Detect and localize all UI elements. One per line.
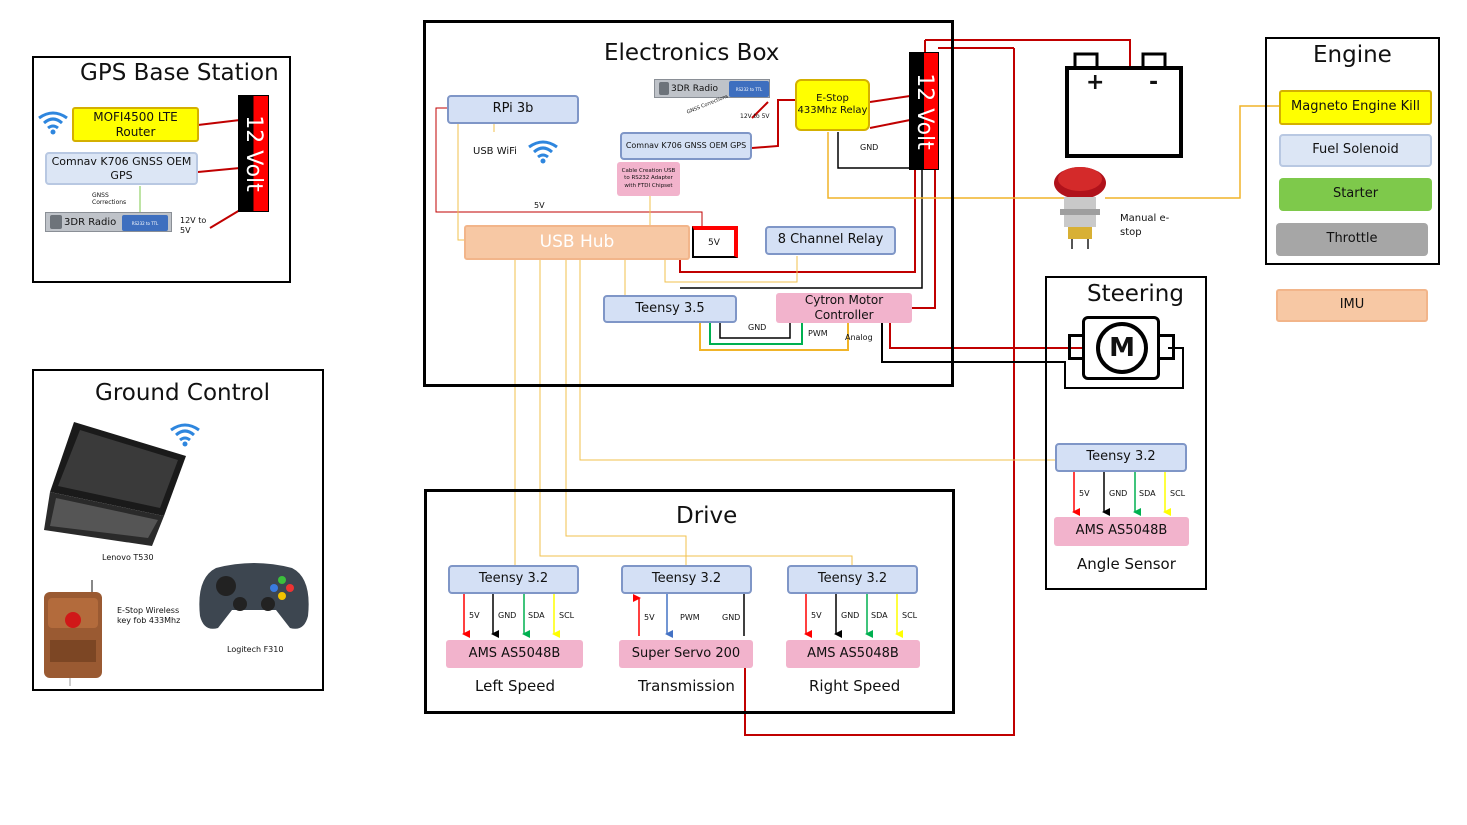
right-pin-gnd: GND bbox=[841, 611, 860, 620]
battery-icon bbox=[1065, 52, 1183, 158]
estop-gnd-label: GND bbox=[860, 143, 879, 152]
right-sensor-box: AMS AS5048B bbox=[786, 640, 920, 668]
servo-box: Super Servo 200 bbox=[619, 640, 753, 668]
relay8-box: 8 Channel Relay bbox=[765, 226, 896, 255]
drive-pins bbox=[462, 594, 903, 638]
base-gnss-label: GNSS Corrections bbox=[92, 192, 127, 207]
trans-pin-pwm: PWM bbox=[680, 613, 700, 622]
fuel-solenoid-box: Fuel Solenoid bbox=[1279, 134, 1432, 167]
steering-panel bbox=[1045, 276, 1207, 590]
electronics-wires bbox=[435, 39, 1280, 736]
battery-minus: - bbox=[1149, 70, 1159, 95]
emergency-stop-icon bbox=[1054, 167, 1106, 249]
eb-12v-to-5v: 12V to 5V bbox=[740, 113, 770, 120]
steering-pin-sda: SDA bbox=[1139, 489, 1156, 498]
ground-control-title: Ground Control bbox=[95, 380, 271, 406]
eb-12v-label: 12 Volt bbox=[911, 72, 937, 150]
right-teensy-box: Teensy 3.2 bbox=[787, 565, 918, 594]
base-radio-chip: RS232 to TTL bbox=[122, 215, 168, 231]
eb-radio: 3DR Radio RS232 to TTL bbox=[654, 79, 770, 98]
left-pin-scl: SCL bbox=[559, 611, 575, 620]
left-sensor-box: AMS AS5048B bbox=[446, 640, 583, 668]
left-caption: Left Speed bbox=[475, 677, 556, 695]
cytron-gnd-label: GND bbox=[748, 323, 767, 332]
steering-pin-scl: SCL bbox=[1170, 489, 1186, 498]
base-12v-label: 12 Volt bbox=[241, 115, 266, 192]
gamepad-icon bbox=[199, 563, 309, 629]
left-teensy-box: Teensy 3.2 bbox=[448, 565, 579, 594]
trans-pin-gnd: GND bbox=[722, 613, 741, 622]
eb-12v-battery: 12 Volt bbox=[909, 52, 939, 170]
teensy35-box: Teensy 3.5 bbox=[603, 295, 737, 323]
trans-pin-5v: 5V bbox=[644, 613, 655, 622]
steering-pin-5v: 5V bbox=[1079, 489, 1090, 498]
eb-gps-box: Comnav K706 GNSS OEM GPS bbox=[620, 132, 752, 160]
engine-title: Engine bbox=[1313, 42, 1392, 68]
cytron-box: Cytron Motor Controller bbox=[776, 293, 912, 323]
eb-radio-label: 3DR Radio bbox=[671, 83, 719, 94]
base-radio-label: 3DR Radio bbox=[64, 216, 117, 228]
ground-control-panel bbox=[32, 369, 324, 691]
keyfob-label: E-Stop Wireless key fob 433Mhz bbox=[117, 606, 181, 626]
base-radio: 3DR Radio RS232 to TTL bbox=[45, 212, 172, 232]
gc-wifi-icon bbox=[170, 423, 200, 447]
gps-base-wires bbox=[139, 119, 241, 229]
drive-title: Drive bbox=[676, 503, 738, 529]
right-pin-scl: SCL bbox=[902, 611, 918, 620]
wifi-icon bbox=[38, 111, 68, 135]
battery-plus: + bbox=[1086, 70, 1105, 95]
base-12v-battery: 12 Volt bbox=[238, 95, 269, 212]
electronics-box-panel bbox=[423, 20, 954, 387]
estop-relay-box: E-Stop 433Mhz Relay bbox=[795, 79, 870, 131]
imu-box: IMU bbox=[1276, 289, 1428, 322]
base-12v-to-5v: 12V to 5V bbox=[180, 216, 207, 236]
right-pin-sda: SDA bbox=[871, 611, 888, 620]
rpi-box: RPi 3b bbox=[447, 95, 579, 124]
steering-pins bbox=[1072, 472, 1171, 516]
right-caption: Right Speed bbox=[809, 677, 901, 695]
usb-rs232-adapter: Cable Creation USB to RS232 Adapter with… bbox=[617, 162, 680, 196]
keyfob-icon bbox=[44, 580, 102, 686]
throttle-box: Throttle bbox=[1276, 223, 1428, 256]
steering-title: Steering bbox=[1087, 281, 1184, 307]
laptop-icon bbox=[44, 422, 186, 546]
electronics-box-title: Electronics Box bbox=[604, 40, 780, 66]
left-pin-5v: 5V bbox=[469, 611, 480, 620]
motor-left-cap bbox=[1068, 334, 1086, 360]
engine-panel bbox=[1265, 37, 1440, 265]
steering-sensor-box: AMS AS5048B bbox=[1054, 517, 1189, 546]
drive-panel bbox=[424, 489, 955, 714]
steering-teensy-box: Teensy 3.2 bbox=[1055, 443, 1187, 472]
usb-wifi-label: USB WiFi bbox=[473, 146, 517, 157]
motor-icon: M bbox=[1096, 322, 1148, 374]
eb-radio-chip: RS232 to TTL bbox=[729, 81, 769, 97]
left-pin-gnd: GND bbox=[498, 611, 517, 620]
left-pin-sda: SDA bbox=[528, 611, 545, 620]
usb-hub-box: USB Hub bbox=[464, 225, 690, 260]
laptop-label: Lenovo T530 bbox=[102, 553, 154, 562]
trans-teensy-box: Teensy 3.2 bbox=[621, 565, 752, 594]
router-box: MOFI4500 LTE Router bbox=[72, 107, 199, 142]
usb-hub-5v-plug: 5V bbox=[692, 226, 738, 258]
radio-antenna-icon bbox=[50, 215, 62, 229]
gps-base-title: GPS Base Station bbox=[80, 60, 279, 86]
manual-estop-label: Manual e-stop bbox=[1120, 213, 1170, 238]
eb-wifi-icon bbox=[528, 140, 558, 164]
right-pin-5v: 5V bbox=[811, 611, 822, 620]
steering-pin-gnd: GND bbox=[1109, 489, 1128, 498]
base-gps-box: Comnav K706 GNSS OEM GPS bbox=[45, 152, 198, 185]
starter-box: Starter bbox=[1279, 178, 1432, 211]
gamepad-label: Logitech F310 bbox=[227, 645, 284, 654]
eb-radio-antenna-icon bbox=[659, 82, 669, 95]
magneto-box: Magneto Engine Kill bbox=[1279, 90, 1432, 125]
gps-base-station-panel bbox=[32, 56, 291, 283]
cytron-analog-label: Analog bbox=[845, 333, 873, 342]
rpi-5v-label: 5V bbox=[534, 201, 545, 210]
steering-caption: Angle Sensor bbox=[1077, 555, 1176, 573]
motor-right-cap bbox=[1157, 334, 1175, 360]
trans-caption: Transmission bbox=[638, 677, 735, 695]
cytron-pwm-label: PWM bbox=[808, 329, 828, 338]
